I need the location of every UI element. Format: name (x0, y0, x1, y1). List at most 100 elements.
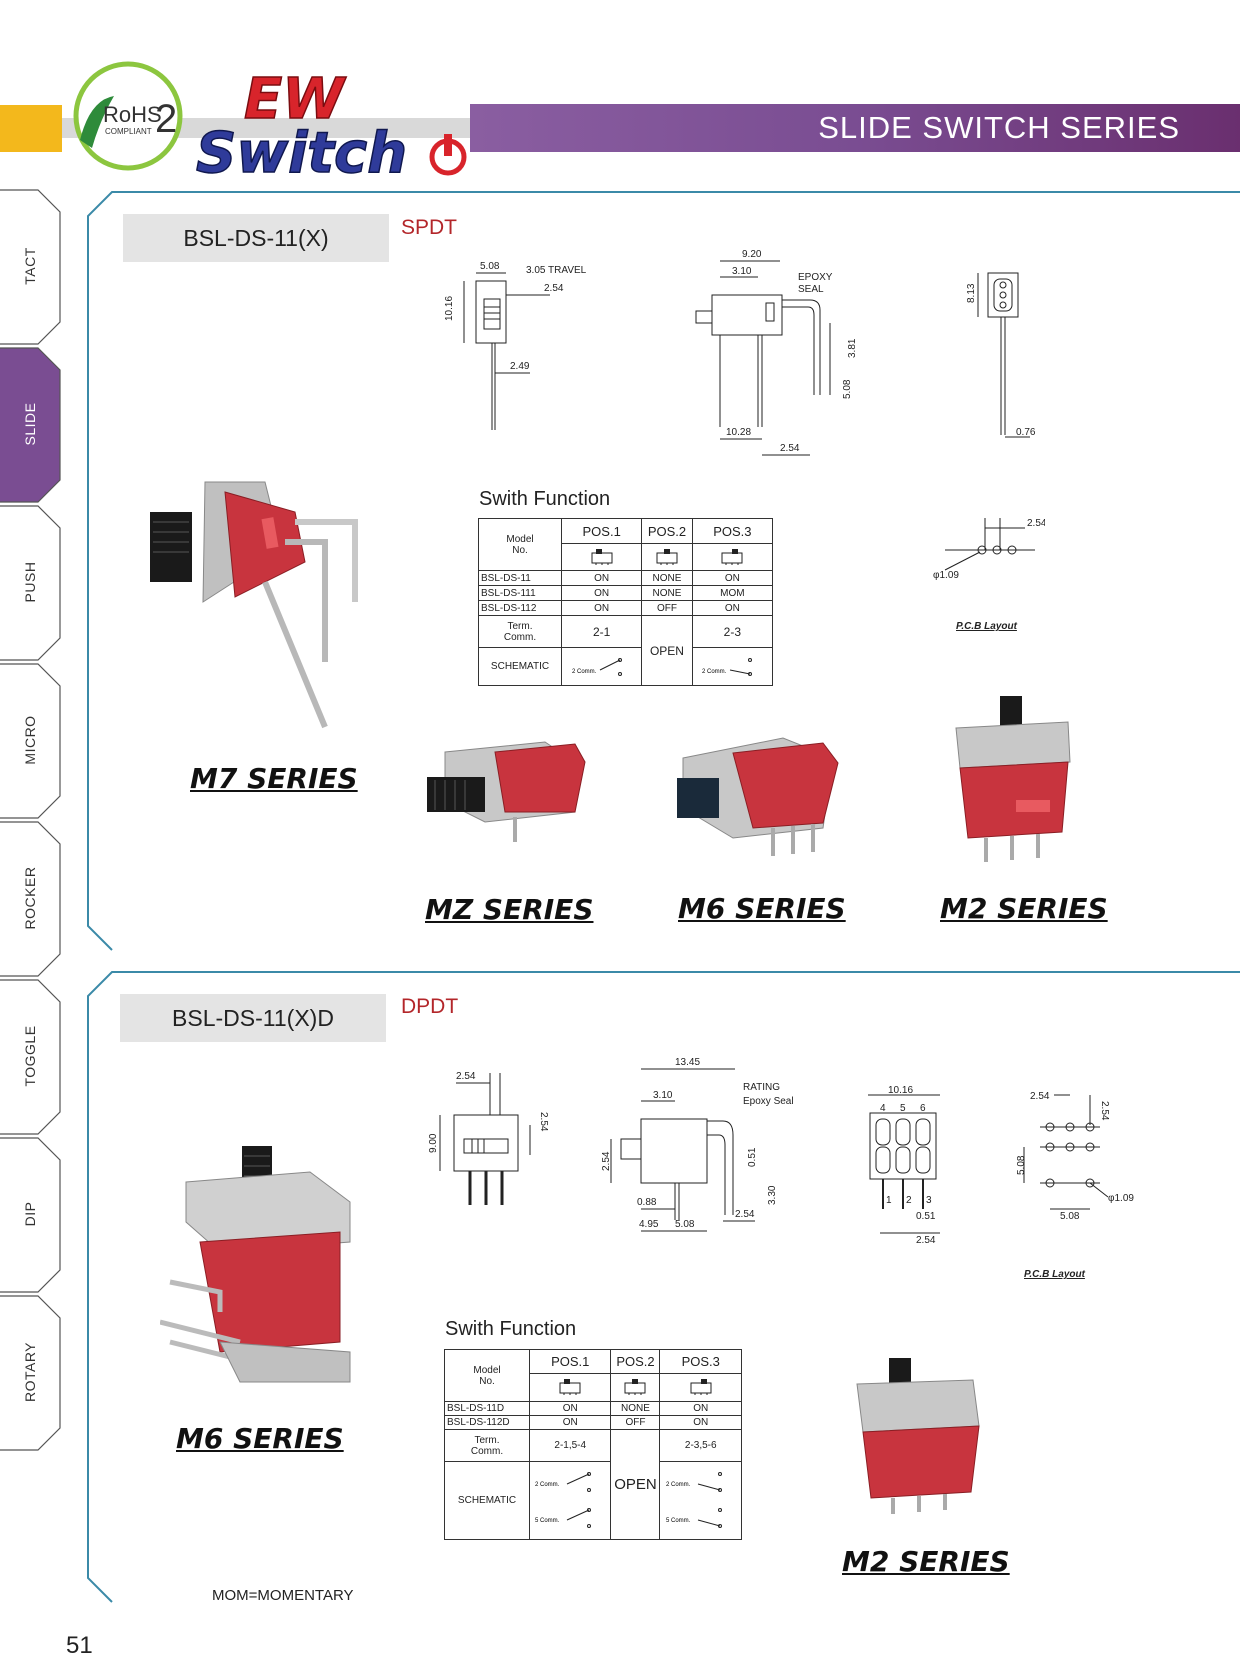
schematic-pos1: 2 Comm. (560, 647, 643, 686)
dim-end2-width: 10.16 (888, 1085, 913, 1096)
th-model: Model No. (478, 518, 562, 571)
schematic-pos3: 2 Comm.5 Comm. (659, 1461, 742, 1540)
series-m7: M7 SERIES (190, 762, 358, 795)
dim-side2-b2: 4.95 (639, 1219, 659, 1230)
cell: ON (528, 1401, 612, 1416)
cell: ON (659, 1415, 742, 1430)
tab-dip[interactable]: DIP (0, 1136, 61, 1293)
rohs-text: RoHS (103, 102, 162, 127)
th-pos1: POS.1 (528, 1349, 612, 1374)
pcb2-width: 5.08 (1060, 1211, 1080, 1222)
row-model: BSL-DS-112 (478, 600, 562, 616)
dim-side-top: 9.20 (742, 249, 762, 260)
term-open: OPEN (610, 1429, 661, 1540)
m7-product-image (145, 462, 375, 732)
pin-label: 5 (900, 1103, 906, 1114)
series-m6-dpdt: M6 SERIES (176, 1422, 344, 1455)
pin-label: 1 (886, 1195, 892, 1206)
cell: NONE (641, 570, 693, 586)
page-number: 51 (66, 1632, 93, 1659)
pcb-label-spdt: P.C.B Layout (956, 621, 1017, 632)
tab-rocker[interactable]: ROCKER (0, 820, 61, 977)
dim-side2-b3: 5.08 (675, 1219, 695, 1230)
dim-epoxy-seal: Epoxy Seal (743, 1096, 794, 1107)
tab-label: ROTARY (22, 1341, 38, 1403)
pos1-icon (528, 1373, 612, 1402)
type-spdt: SPDT (401, 216, 458, 239)
term-open: OPEN (641, 615, 693, 686)
tab-rotary[interactable]: ROTARY (0, 1294, 61, 1451)
pin-label: 4 (880, 1103, 886, 1114)
tab-micro[interactable]: MICRO (0, 662, 61, 819)
term-pos1: 2-1,5-4 (528, 1429, 612, 1462)
dim-front-pitch: 2.54 (538, 1112, 549, 1132)
dim-side-bottom: 10.28 (726, 427, 751, 438)
row-model: BSL-DS-11D (444, 1401, 530, 1416)
m2-product-image-spdt (950, 692, 1075, 867)
pos1-icon (560, 543, 643, 571)
cell: ON (560, 570, 643, 586)
cell: MOM (691, 585, 774, 601)
series-m2: M2 SERIES (940, 892, 1108, 925)
model-box-spdt: BSL-DS-11(X) (123, 214, 389, 262)
pos3-icon (659, 1373, 742, 1402)
schematic-label: SCHEMATIC (478, 647, 562, 686)
logo-switch: Switch (196, 121, 407, 182)
tab-slide[interactable]: SLIDE (0, 346, 61, 503)
cell: ON (691, 600, 774, 616)
dim-side-pin: 2.54 (780, 443, 800, 454)
dim-side2-top: 13.45 (675, 1057, 700, 1068)
term-pos3: 2-3,5-6 (659, 1429, 742, 1462)
dim-travel: 3.05 TRAVEL (526, 265, 587, 276)
schematic-comm: 2 Comm. (535, 1482, 560, 1488)
rohs-logo: RoHS 2 COMPLIANT (70, 60, 190, 172)
pcb2-pitch-v: 2.54 (1099, 1101, 1110, 1121)
m6-dpdt-product-image (159, 1142, 360, 1392)
pcb2-height: 5.08 (1016, 1155, 1027, 1175)
dim-pin: 2.49 (510, 361, 530, 372)
dim-front-width: 2.54 (456, 1071, 476, 1082)
cell: NONE (641, 585, 693, 601)
footnote: MOM=MOMENTARY (212, 1587, 354, 1604)
section1-frame (82, 186, 1240, 956)
m2-dpdt-product-image (853, 1352, 988, 1517)
schematic-pos1: 2 Comm. 5 Comm. (528, 1461, 612, 1540)
th-model: Model No. (444, 1349, 530, 1402)
tab-push[interactable]: PUSH (0, 504, 61, 661)
model-box-dpdt: BSL-DS-11(X)D (120, 994, 386, 1042)
dim-side2-inner: 3.10 (653, 1090, 673, 1101)
pcb2-pitch-h: 2.54 (1030, 1091, 1050, 1102)
dim-end2-p2: 2.54 (916, 1235, 936, 1245)
row-model: BSL-DS-112D (444, 1415, 530, 1430)
rohs-sub: COMPLIANT (105, 127, 152, 136)
pos3-icon (691, 543, 774, 571)
dim-rating: RATING (743, 1082, 780, 1093)
dim-front-height: 9.00 (428, 1133, 439, 1153)
row-model: BSL-DS-111 (478, 585, 562, 601)
schematic-comm: 2 Comm. (666, 1482, 691, 1488)
m6-product-image (673, 728, 843, 858)
page-title: SLIDE SWITCH SERIES (818, 110, 1180, 145)
pcb-hole: φ1.09 (933, 570, 959, 581)
term-pos3: 2-3 (691, 615, 774, 648)
ew-switch-logo: EW Switch (195, 62, 476, 187)
pin-label: 6 (920, 1103, 926, 1114)
spdt-side-drawing: 9.20 3.10 EPOXY SEAL 3.81 5.08 10.28 2.5… (680, 245, 860, 460)
cell: ON (560, 600, 643, 616)
cell: ON (691, 570, 774, 586)
tab-tact[interactable]: TACT (0, 188, 61, 345)
schematic-comm: 5 Comm. (535, 1518, 560, 1524)
term-label: Term. Comm. (478, 615, 562, 648)
dpdt-end-drawing: 10.16 4 5 6 1 2 3 0.51 2.54 (860, 1085, 970, 1246)
dim-side2-h2: 3.30 (767, 1185, 778, 1205)
th-pos2: POS.2 (610, 1349, 661, 1374)
tab-toggle[interactable]: TOGGLE (0, 978, 61, 1135)
dim-side-inner: 3.10 (732, 266, 752, 277)
cell: ON (560, 585, 643, 601)
dim-side2-h1: 0.51 (747, 1147, 758, 1167)
tab-label: ROCKER (22, 866, 38, 930)
dim-side2-left: 2.54 (601, 1151, 612, 1171)
tab-label: PUSH (22, 561, 38, 603)
